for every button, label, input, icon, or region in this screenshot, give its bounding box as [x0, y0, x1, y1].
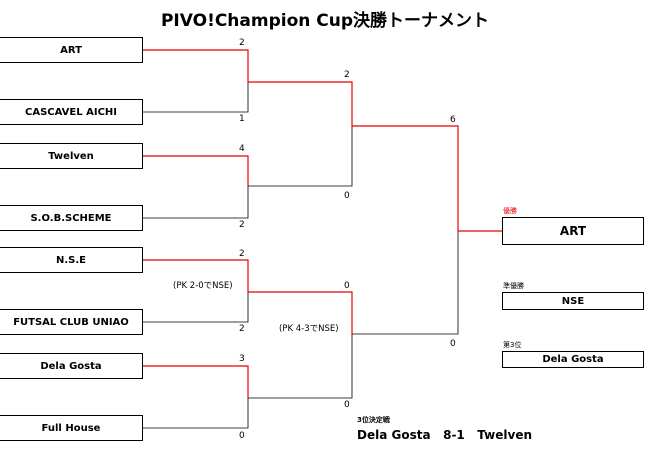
bracket-line-fullhouse [143, 398, 249, 429]
team-twelven: Twelven [0, 143, 143, 169]
bracket-line-final-bottom [352, 231, 459, 335]
team-nse: N.S.E [0, 247, 143, 273]
r1-m1-bottom-score: 1 [239, 114, 245, 124]
r1-m2-top-score: 4 [239, 144, 245, 154]
r1-m2-bottom-score: 2 [239, 220, 245, 230]
bracket-title: PIVO!Champion Cup決勝トーナメント [160, 11, 490, 31]
champion-label: 優勝 [503, 207, 517, 215]
sf1-bottom-score: 0 [344, 191, 350, 201]
final-top-score: 6 [450, 115, 456, 125]
sf1-top-score: 2 [344, 70, 350, 80]
bracket-line-cascavel [143, 82, 249, 113]
team-cascavel-aichi: CASCAVEL AICHI [0, 99, 143, 125]
bracket-line-sf2-top [248, 291, 353, 334]
bracket-line-dela [143, 365, 249, 398]
third-place-match-result: Dela Gosta 8-1 Twelven [357, 428, 533, 442]
bracket-line-uniao [143, 292, 249, 323]
team-sob-scheme: S.O.B.SCHEME [0, 205, 143, 231]
final-bottom-score: 0 [450, 339, 456, 349]
sf2-top-score: 0 [344, 281, 350, 291]
team-futsal-club-uniao: FUTSAL CLUB UNIAO [0, 309, 143, 335]
team-art: ART [0, 37, 143, 63]
r1-m3-top-score: 2 [239, 249, 245, 259]
r1-m3-pk-note: (PK 2-0でNSE) [173, 281, 233, 291]
r1-m3-bottom-score: 2 [239, 324, 245, 334]
r1-m4-bottom-score: 0 [239, 431, 245, 441]
runner-up-box: NSE [502, 292, 644, 310]
bracket-line-sf1-top [248, 81, 353, 126]
r1-m1-top-score: 2 [239, 38, 245, 48]
champion-box: ART [502, 217, 644, 245]
sf2-bottom-score: 0 [344, 400, 350, 410]
bracket-line-sf2-bottom [248, 334, 353, 399]
r1-m4-top-score: 3 [239, 354, 245, 364]
team-full-house: Full House [0, 415, 143, 441]
bracket-line-twelven [143, 155, 249, 186]
bracket-line-art [143, 49, 249, 82]
team-dela-gosta: Dela Gosta [0, 353, 143, 379]
bracket-line-sf1-bottom [248, 126, 353, 187]
bracket-line-sob [143, 186, 249, 219]
third-place-match-heading: 3位決定戦 [357, 416, 390, 424]
bracket-line-final-top [352, 125, 459, 231]
third-place-label: 第3位 [503, 341, 522, 349]
runner-up-label: 準優勝 [503, 282, 524, 290]
third-place-box: Dela Gosta [502, 351, 644, 368]
sf2-pk-note: (PK 4-3でNSE) [279, 324, 339, 334]
bracket-line-nse [143, 259, 249, 292]
